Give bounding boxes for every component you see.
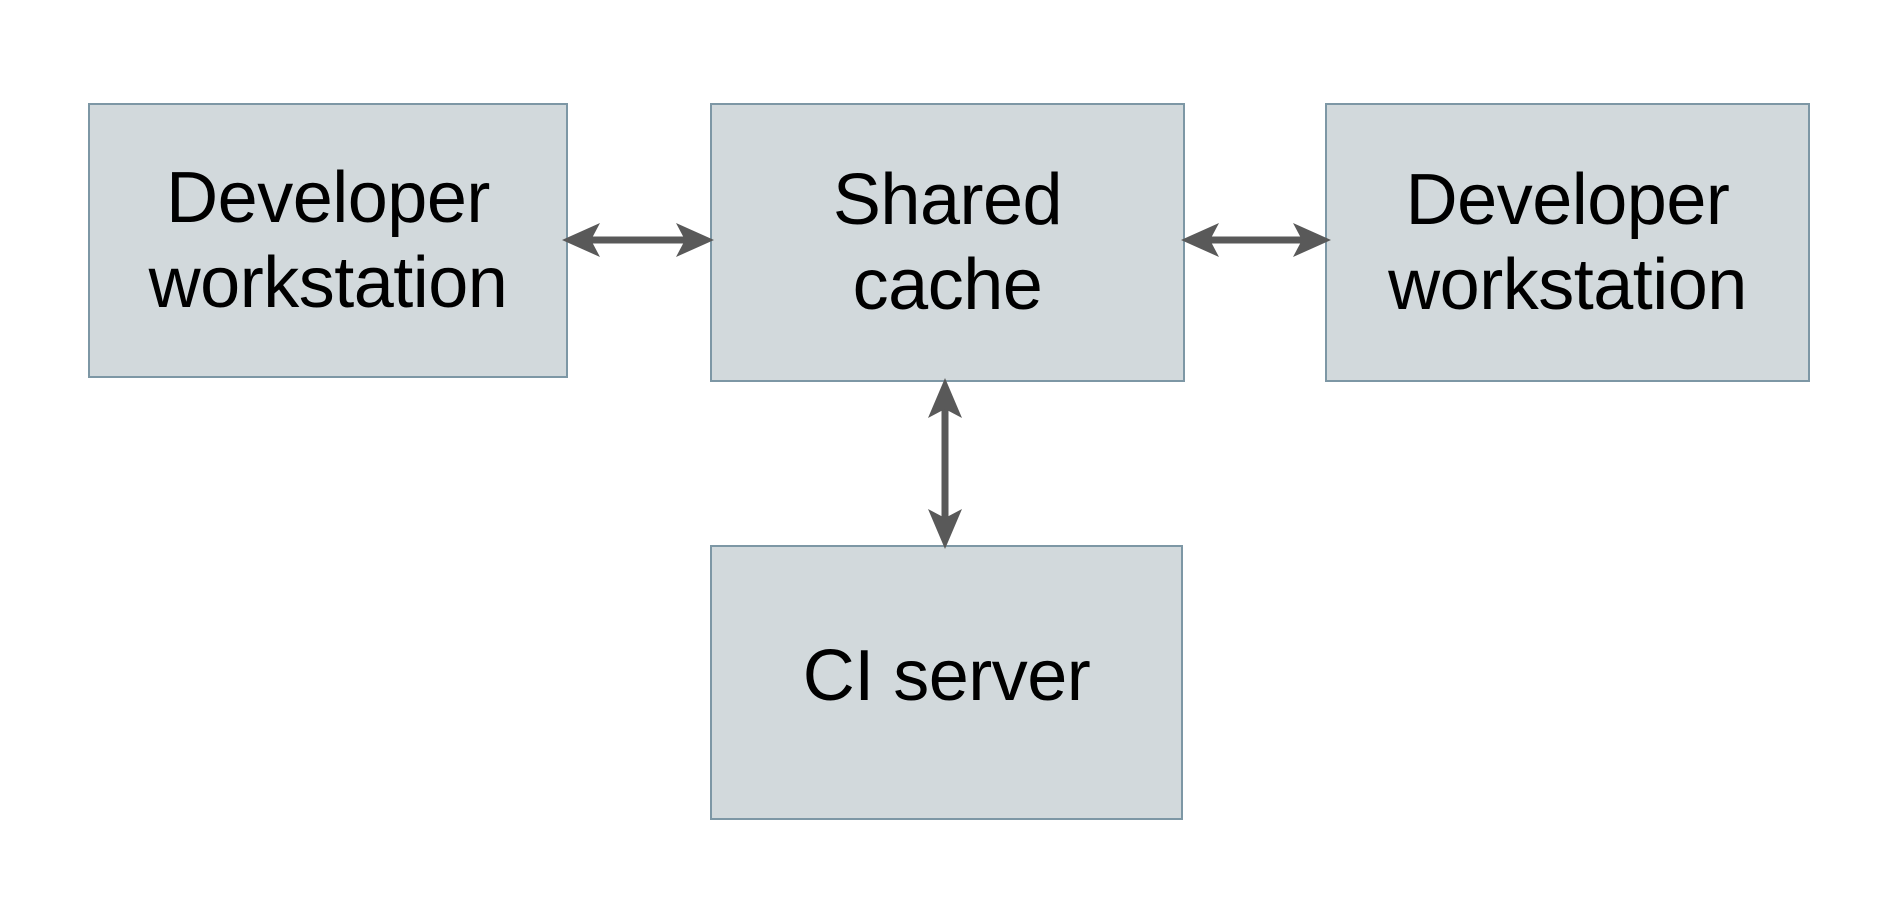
node-developer-workstation-right[interactable]: Developer workstation (1325, 103, 1810, 382)
node-ci-server[interactable]: CI server (710, 545, 1183, 820)
edge-shared-cache-to-ci-server[interactable] (911, 376, 979, 551)
double-arrow-icon-horizontal (1181, 223, 1331, 257)
node-developer-workstation-left[interactable]: Developer workstation (88, 103, 568, 378)
edge-shared-cache-to-developer-workstation-right[interactable] (1179, 206, 1333, 274)
node-label-ci-server: CI server (802, 636, 1091, 717)
double-arrow-icon-horizontal (562, 223, 714, 257)
node-label-developer-workstation-right: Developer workstation (1388, 160, 1747, 325)
node-label-developer-workstation-left: Developer workstation (148, 158, 508, 323)
node-shared-cache[interactable]: Shared cache (710, 103, 1185, 382)
edge-developer-workstation-left-to-shared-cache[interactable] (560, 206, 716, 274)
double-arrow-icon-vertical (928, 378, 962, 549)
node-label-shared-cache: Shared cache (832, 160, 1063, 325)
